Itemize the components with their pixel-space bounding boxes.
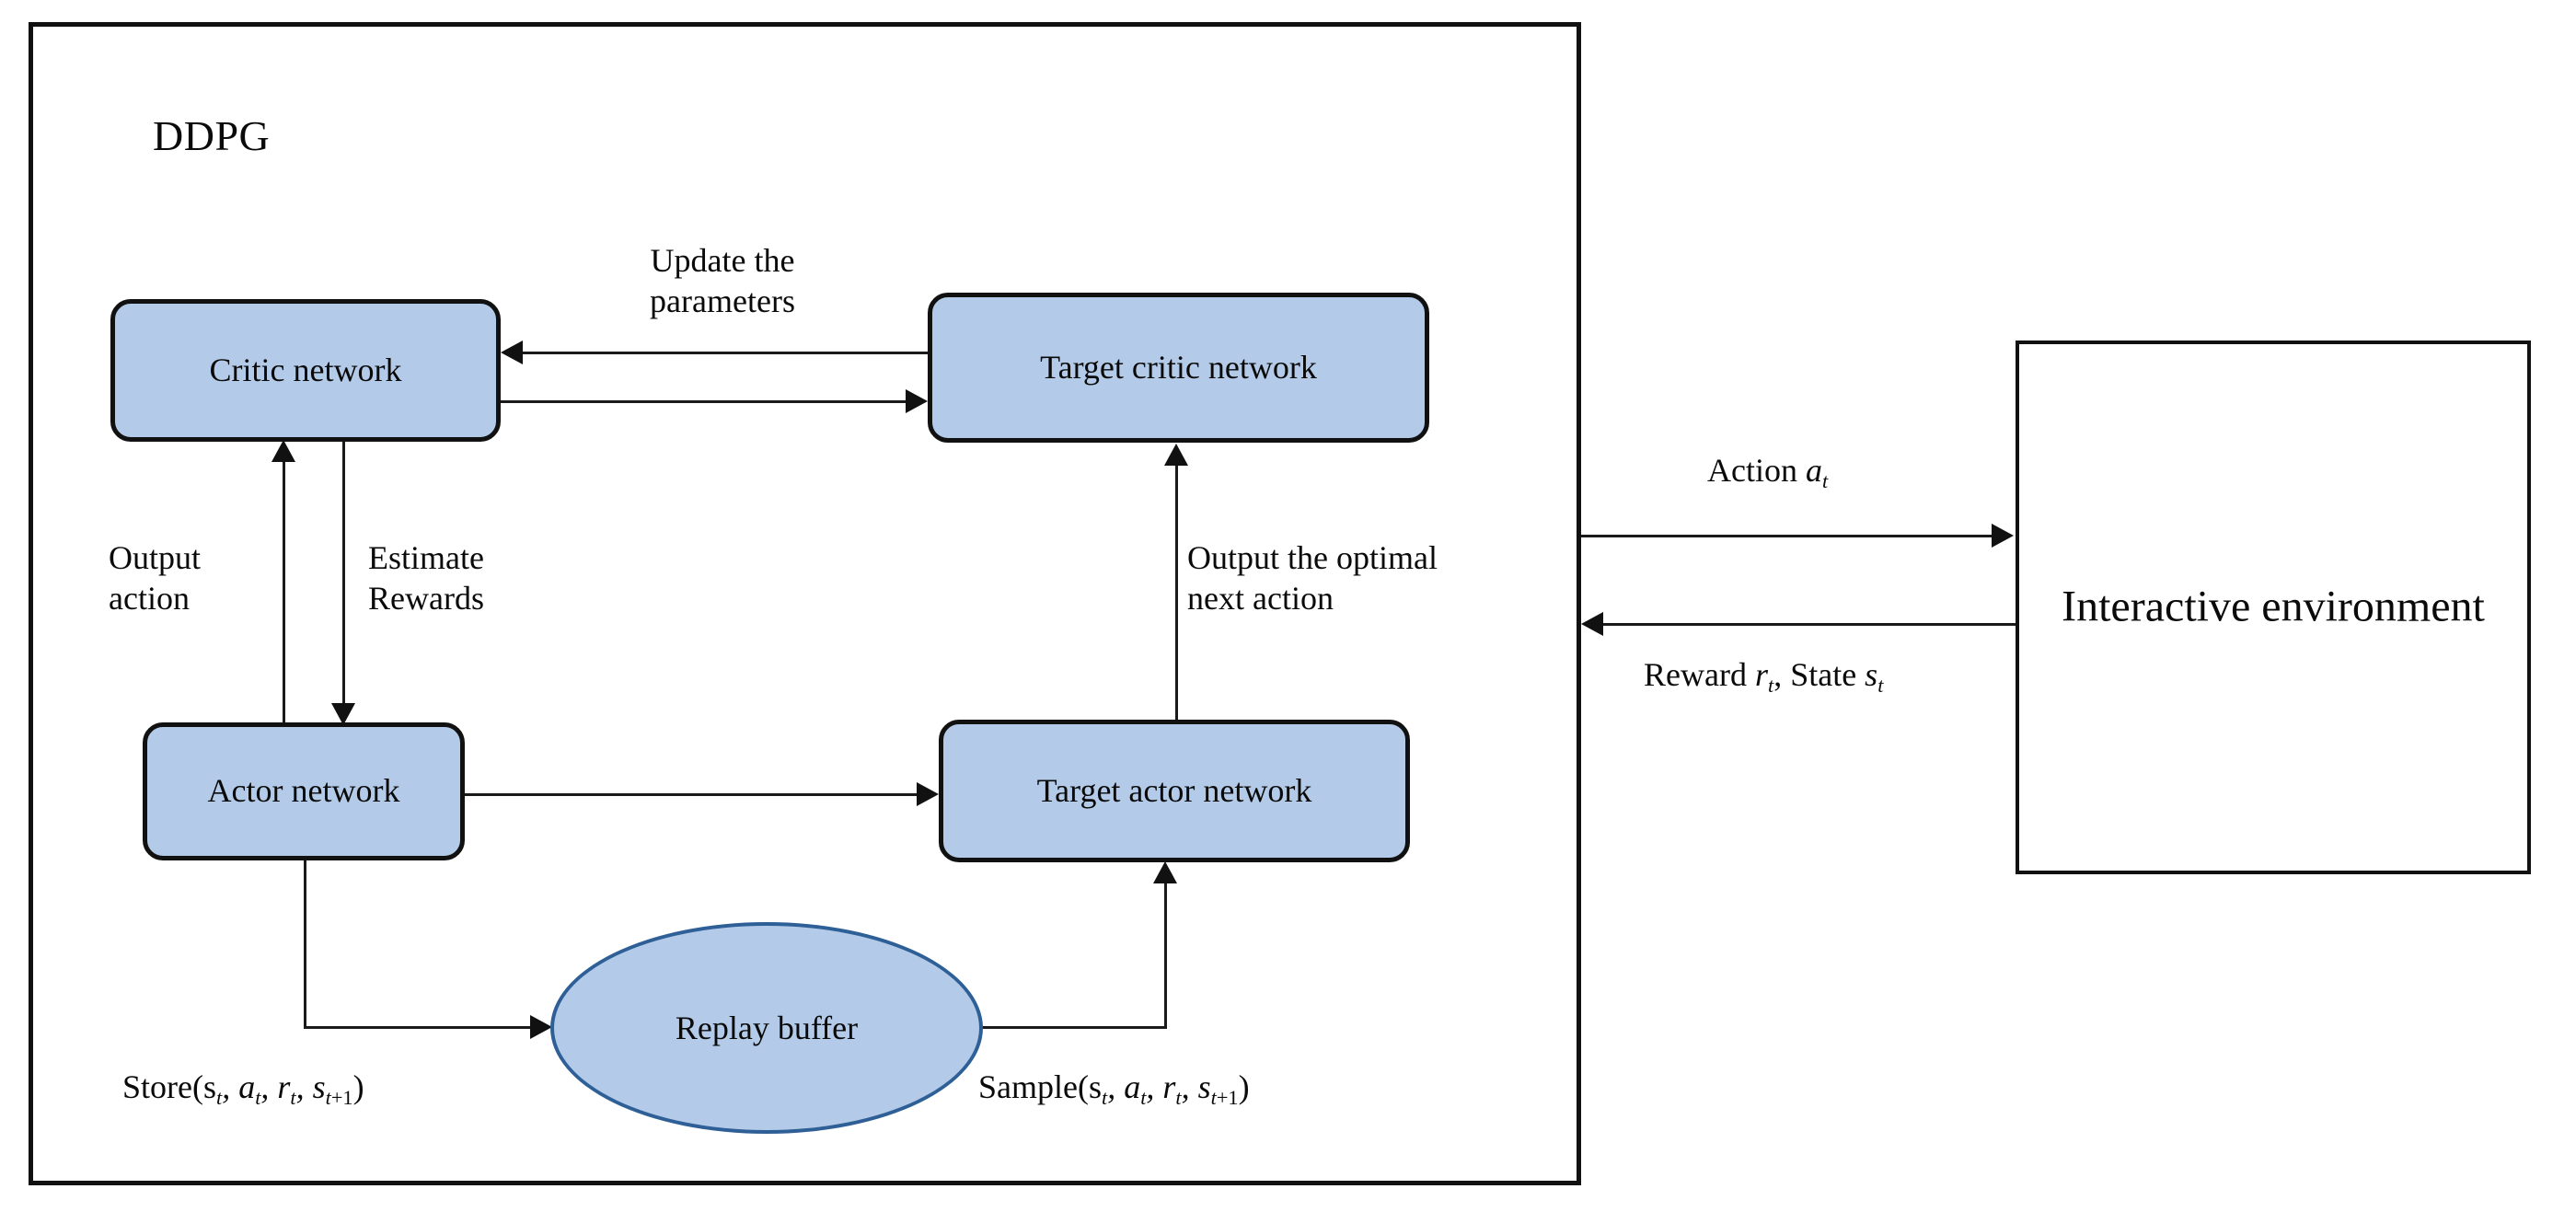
edge-critic-to-target-critic-arrowhead — [906, 389, 928, 413]
edge-action-to-environment-line — [1581, 535, 1993, 537]
node-critic-network-label: Critic network — [209, 351, 402, 388]
edge-replay-to-target-actor-vertical — [1164, 883, 1167, 1029]
edge-label-store: Store(st, at, rt, st+1) — [122, 1068, 364, 1110]
edge-label-update-parameters: Update the parameters — [650, 242, 795, 319]
edge-label-output-action: Output action — [109, 539, 202, 617]
edge-label-sample: Sample(st, at, rt, st+1) — [978, 1068, 1250, 1110]
edge-actor-to-replay-horizontal — [304, 1026, 532, 1029]
node-replay-buffer[interactable]: Replay buffer — [550, 922, 983, 1134]
edge-label-reward-state: Reward rt, State st — [1644, 656, 1884, 698]
edge-target-actor-to-target-critic-arrowhead — [1164, 444, 1188, 466]
edge-reward-to-ddpg-arrowhead — [1581, 612, 1603, 636]
edge-label-sample-text: Sample(s — [978, 1068, 1102, 1105]
edge-actor-to-target-actor-line — [465, 793, 918, 796]
edge-label-estimate-rewards: Estimate Rewards — [368, 539, 484, 617]
edge-critic-to-target-critic-line — [501, 400, 906, 403]
edge-label-reward-state-text: Reward — [1644, 656, 1755, 693]
node-replay-buffer-label: Replay buffer — [675, 1010, 859, 1046]
node-target-actor-network-label: Target actor network — [1036, 771, 1312, 809]
edge-target-critic-to-critic-line — [523, 352, 928, 354]
node-target-critic-network-label: Target critic network — [1040, 348, 1317, 386]
edge-critic-to-actor-arrowhead — [331, 703, 355, 725]
edge-label-action-text: Action — [1707, 452, 1806, 489]
edge-label-action: Action at — [1707, 452, 1829, 493]
edge-actor-to-critic-line — [283, 460, 285, 727]
edge-actor-to-replay-vertical — [304, 858, 306, 1028]
edge-action-to-environment-arrowhead — [1992, 524, 2014, 548]
ddpg-title: DDPG — [153, 112, 271, 159]
edge-replay-to-target-actor-arrowhead — [1153, 861, 1177, 883]
node-target-critic-network[interactable]: Target critic network — [928, 293, 1429, 443]
edge-label-output-optimal-next-action: Output the optimal next action — [1187, 539, 1438, 617]
node-target-actor-network[interactable]: Target actor network — [939, 720, 1410, 862]
edge-target-critic-to-critic-arrowhead — [501, 341, 523, 364]
node-interactive-environment[interactable]: Interactive environment — [2016, 341, 2531, 874]
node-actor-network-label: Actor network — [207, 772, 400, 810]
edge-reward-to-ddpg-line — [1603, 623, 2016, 626]
edge-replay-to-target-actor-horizontal — [977, 1026, 1167, 1029]
edge-label-store-text: Store(s — [122, 1068, 216, 1105]
edge-actor-to-target-actor-arrowhead — [917, 782, 939, 806]
edge-actor-to-critic-arrowhead — [271, 440, 295, 462]
edge-critic-to-actor-line — [342, 440, 345, 705]
edge-actor-to-replay-arrowhead — [530, 1015, 552, 1039]
node-actor-network[interactable]: Actor network — [143, 722, 465, 860]
edge-target-actor-to-target-critic-line — [1175, 465, 1178, 722]
node-critic-network[interactable]: Critic network — [110, 299, 501, 442]
node-interactive-environment-label: Interactive environment — [2062, 582, 2485, 631]
